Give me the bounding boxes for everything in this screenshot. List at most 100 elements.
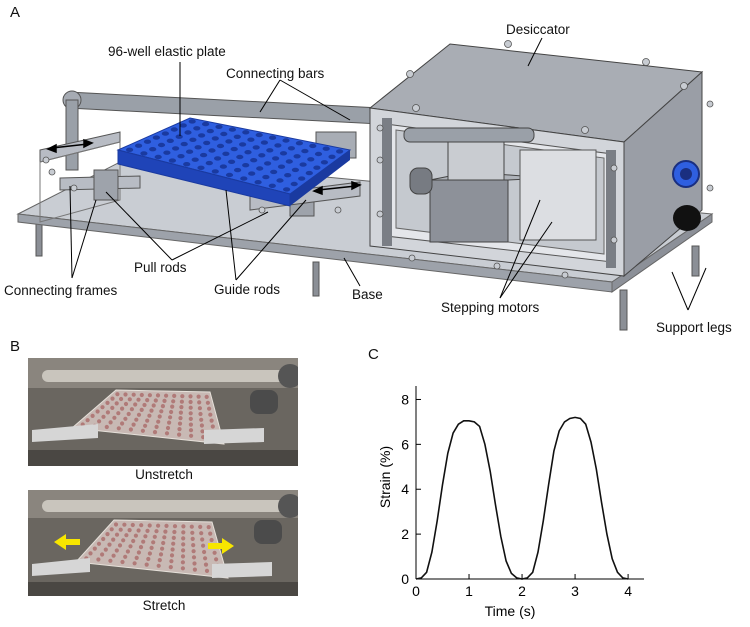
plate-well xyxy=(299,162,307,167)
photo-well xyxy=(207,406,212,411)
photo-well xyxy=(142,402,147,408)
y-tick-label: 4 xyxy=(401,481,409,497)
photo-well xyxy=(178,410,183,415)
photo-well xyxy=(147,523,152,528)
plate-well xyxy=(202,121,210,127)
photo-well xyxy=(208,531,213,536)
photo-well xyxy=(197,406,202,411)
plate-well xyxy=(301,148,309,154)
plate-well xyxy=(205,160,213,166)
photo-well xyxy=(157,414,162,419)
plate-well xyxy=(284,173,292,178)
plate-well xyxy=(336,149,344,154)
photo-well xyxy=(189,433,194,438)
photo-well xyxy=(103,547,108,552)
y-tick-label: 6 xyxy=(401,436,409,452)
support-legs xyxy=(35,221,700,331)
photo-well xyxy=(199,423,204,428)
photo-well xyxy=(157,558,162,563)
photo-well xyxy=(156,523,161,528)
x-tick-label: 4 xyxy=(624,583,632,599)
photo-well xyxy=(143,534,148,539)
plate-well xyxy=(285,159,293,164)
photo-well xyxy=(90,413,95,418)
y-tick-label: 0 xyxy=(401,571,409,587)
photo-well xyxy=(151,403,156,408)
panel-letter-a: A xyxy=(10,4,21,21)
plate-well xyxy=(276,178,284,183)
photo-well xyxy=(152,534,157,539)
photo-well xyxy=(202,549,207,555)
photo-well xyxy=(168,565,173,570)
photo-well xyxy=(132,561,137,566)
plate-well xyxy=(194,145,202,150)
photo-well xyxy=(210,424,215,429)
plate-well xyxy=(234,167,242,173)
photo-well xyxy=(181,548,186,553)
plate-well xyxy=(180,141,188,147)
photo-well xyxy=(101,536,106,542)
photo-well xyxy=(181,524,186,529)
photo-well xyxy=(133,533,138,538)
plate-well xyxy=(233,134,241,139)
plate-well xyxy=(239,142,247,147)
photo-well xyxy=(203,556,208,561)
photo-well xyxy=(140,428,145,433)
photo-well xyxy=(126,411,131,417)
photo-well xyxy=(119,396,124,402)
photo-well xyxy=(123,416,128,421)
plate-well xyxy=(161,131,169,136)
photo-well xyxy=(169,553,175,558)
plate-well xyxy=(211,136,219,141)
plate-well xyxy=(236,154,244,160)
photo-well xyxy=(189,524,194,529)
photo-well xyxy=(191,555,197,560)
photo-well xyxy=(165,425,171,431)
photo-well xyxy=(139,407,144,412)
photo-well xyxy=(100,405,105,410)
plate-well xyxy=(225,172,234,178)
photo-well xyxy=(118,527,123,532)
x-axis-label: Time (s) xyxy=(485,603,536,619)
photo-well xyxy=(158,552,164,557)
plate-well xyxy=(268,183,276,188)
plate-well xyxy=(260,140,268,145)
photo-well xyxy=(155,393,161,398)
plate-well xyxy=(172,146,180,151)
strain-curve xyxy=(415,416,629,580)
photo-well xyxy=(105,410,110,415)
photo-well xyxy=(206,525,211,530)
plate-well xyxy=(206,128,214,134)
photo-well xyxy=(191,549,196,554)
photo-well xyxy=(209,418,214,423)
photo-well xyxy=(147,413,152,418)
caption-unstretch: Unstretch xyxy=(135,467,193,482)
photo-well xyxy=(104,424,109,430)
plate-well xyxy=(140,151,148,156)
photo-well xyxy=(172,393,177,398)
plate-well xyxy=(255,132,263,138)
photo-well xyxy=(168,415,173,420)
plate-well xyxy=(291,167,299,173)
photo-well xyxy=(120,559,125,565)
photo-well xyxy=(107,542,112,547)
photo-well xyxy=(124,533,129,538)
photo-well xyxy=(105,532,110,537)
photo-well xyxy=(170,404,175,409)
label-plate: 96-well elastic plate xyxy=(108,44,226,59)
plate-well xyxy=(314,151,323,157)
photo-well xyxy=(116,411,121,416)
photo-well xyxy=(169,559,174,564)
plate-well xyxy=(258,153,266,158)
plate-well xyxy=(177,154,185,159)
plate-well xyxy=(320,160,328,165)
photo-well xyxy=(177,421,183,426)
photo-well xyxy=(192,567,197,572)
plate-well xyxy=(214,156,222,161)
photo-well xyxy=(181,536,186,541)
device-diagram xyxy=(16,37,714,331)
y-tick-label: 8 xyxy=(401,391,409,407)
desiccator xyxy=(368,43,704,278)
